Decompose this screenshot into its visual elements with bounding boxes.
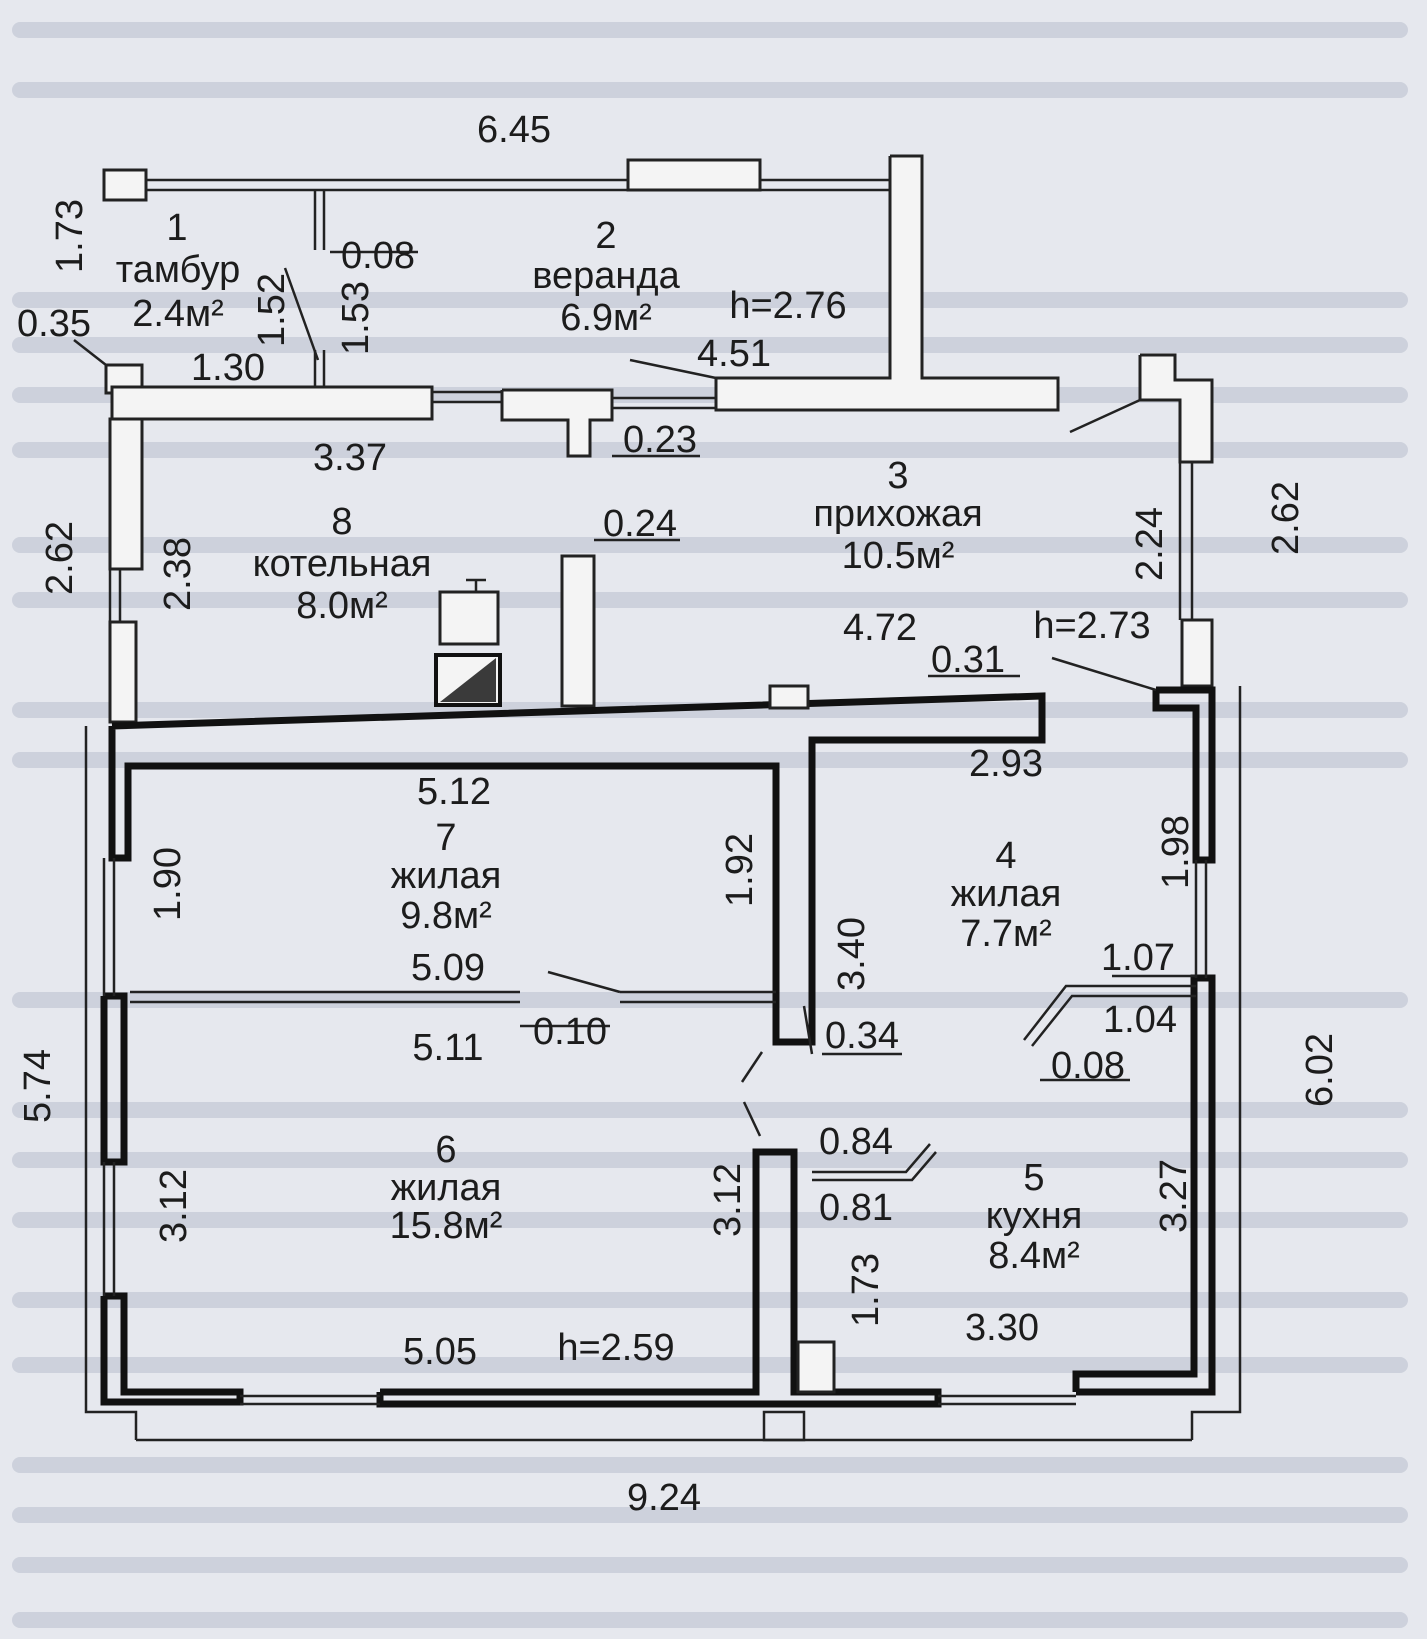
dim-2-62-b: 2.62 [1265,481,1307,555]
room-name: тамбур [116,249,240,291]
room-number: 5 [1023,1157,1044,1199]
dim-5-09: 5.09 [411,947,485,989]
dim-3-27: 3.27 [1153,1159,1195,1233]
room-name: кухня [986,1195,1083,1237]
room-1-label: 1 тамбур 2.4м² [116,207,240,335]
room-8-label: 8 котельная 8.0м² [253,501,432,627]
room-7-label: 7 жилая 9.8м² [391,817,502,937]
room-number: 6 [435,1129,456,1171]
room-name: жилая [391,855,502,897]
dim-5-74: 5.74 [17,1049,59,1123]
room-2-label: 2 веранда 6.9м² [532,215,680,339]
dim-2-24: 2.24 [1129,507,1171,581]
leader-lines [73,250,1196,1137]
dim-1-73: 1.73 [49,199,91,273]
room-area: 2.4м² [132,293,224,335]
dim-3-12: 3.12 [153,1169,195,1243]
room-area: 8.0м² [296,585,388,627]
ceiling-height-veranda: h=2.76 [729,285,846,327]
dim-1-53: 1.53 [335,281,377,355]
room-name: котельная [253,543,432,585]
dim-0-31: 0.31 [931,639,1005,681]
dim-3-30: 3.30 [965,1307,1039,1349]
dim-2-38: 2.38 [157,537,199,611]
room-name: жилая [951,873,1062,915]
room-6-label: 6 жилая 15.8м² [390,1129,503,1247]
dim-9-24: 9.24 [627,1477,701,1519]
room-number: 3 [887,455,908,497]
room-area: 6.9м² [560,297,652,339]
ceiling-height-living: h=2.59 [557,1327,674,1369]
dim-0-81: 0.81 [819,1187,893,1229]
room-number: 8 [331,501,352,543]
background-text-lines [12,22,1408,1628]
room-area: 7.7м² [960,913,1052,955]
dim-1-07: 1.07 [1101,937,1175,979]
room-5-label: 5 кухня 8.4м² [986,1157,1083,1277]
room-number: 2 [595,215,616,257]
dimension-labels: 6.45 0.08 0.35 1.30 4.51 3.37 0.23 0.24 … [17,109,1341,1519]
dim-0-08: 0.08 [341,235,415,277]
dim-5-12: 5.12 [417,771,491,813]
dim-0-35: 0.35 [17,303,91,345]
dim-2-93: 2.93 [969,743,1043,785]
dim-5-05: 5.05 [403,1331,477,1373]
room-area: 10.5м² [842,535,955,577]
room-number: 1 [166,207,187,249]
dim-6-45: 6.45 [477,109,551,151]
ceiling-height-hall: h=2.73 [1033,605,1150,647]
dim-4-72: 4.72 [843,607,917,649]
dim-3-40: 3.40 [831,917,873,991]
room-area: 15.8м² [390,1205,503,1247]
dim-1-73-b: 1.73 [845,1253,887,1327]
dim-0-34: 0.34 [825,1015,899,1057]
room-name: прихожая [813,493,982,535]
dim-0-24: 0.24 [603,503,677,545]
hall-walls [108,353,1214,724]
dim-0-23: 0.23 [623,419,697,461]
dim-0-10: 0.10 [533,1011,607,1053]
room-number: 7 [435,817,456,859]
dim-6-02: 6.02 [1299,1033,1341,1107]
room-area: 8.4м² [988,1235,1080,1277]
dim-0-84: 0.84 [819,1121,893,1163]
dim-1-98: 1.98 [1155,815,1197,889]
room-name: жилая [391,1167,502,1209]
dim-3-37: 3.37 [313,437,387,479]
dim-1-90: 1.90 [147,847,189,921]
dim-5-11: 5.11 [412,1027,483,1069]
room-3-label: 3 прихожая 10.5м² [813,455,982,577]
room-name: веранда [532,255,680,297]
dim-1-52: 1.52 [251,273,293,347]
dim-0-08-b: 0.08 [1051,1045,1125,1087]
dim-2-62: 2.62 [39,521,81,595]
dim-4-51: 4.51 [697,333,771,375]
room-area: 9.8м² [400,895,492,937]
dim-3-12-b: 3.12 [707,1163,749,1237]
dim-1-04: 1.04 [1103,999,1177,1041]
room-4-label: 4 жилая 7.7м² [951,835,1062,955]
veranda-walls [102,154,1060,458]
dim-1-30: 1.30 [191,347,265,389]
outer-lines [84,686,1242,1442]
room-number: 4 [995,835,1016,877]
dim-1-92: 1.92 [719,833,761,907]
